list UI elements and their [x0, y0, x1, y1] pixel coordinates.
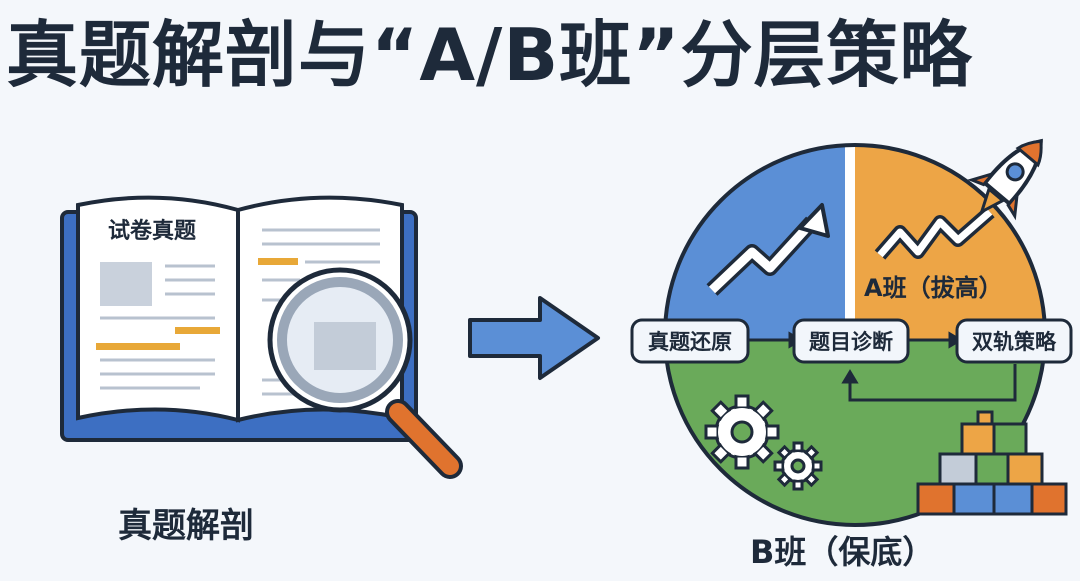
flow-step-3-label: 双轨策略 — [972, 330, 1057, 354]
highlight-mark — [175, 327, 220, 334]
building-blocks-icon — [916, 410, 1068, 516]
class-a-label: A班（拔高） — [864, 274, 1003, 302]
highlight-mark — [96, 343, 180, 350]
rocket-icon — [967, 138, 1043, 221]
gear-icon — [773, 441, 823, 491]
gear-icon — [704, 394, 780, 470]
flow-step-1: 真题还原 — [630, 318, 750, 364]
page-title: 真题解剖与“A/B班”分层策略 — [6, 13, 973, 97]
highlight-mark — [258, 258, 298, 265]
flow-step-3: 双轨策略 — [955, 318, 1073, 364]
flow-step-2-label: 题目诊断 — [809, 330, 893, 354]
trend-zigzag-icon — [874, 206, 995, 260]
trend-up-arrow-icon — [706, 203, 830, 296]
book-caption: 真题解剖 — [118, 506, 254, 546]
flow-step-2: 题目诊断 — [792, 318, 910, 364]
flow-step-1-label: 真题还原 — [648, 330, 732, 354]
magnifier-icon — [267, 267, 463, 479]
right-arrow-icon — [468, 296, 600, 380]
image-placeholder-icon — [100, 262, 152, 306]
book-page-heading: 试卷真题 — [108, 218, 197, 244]
class-b-label: B班（保底） — [750, 533, 934, 571]
